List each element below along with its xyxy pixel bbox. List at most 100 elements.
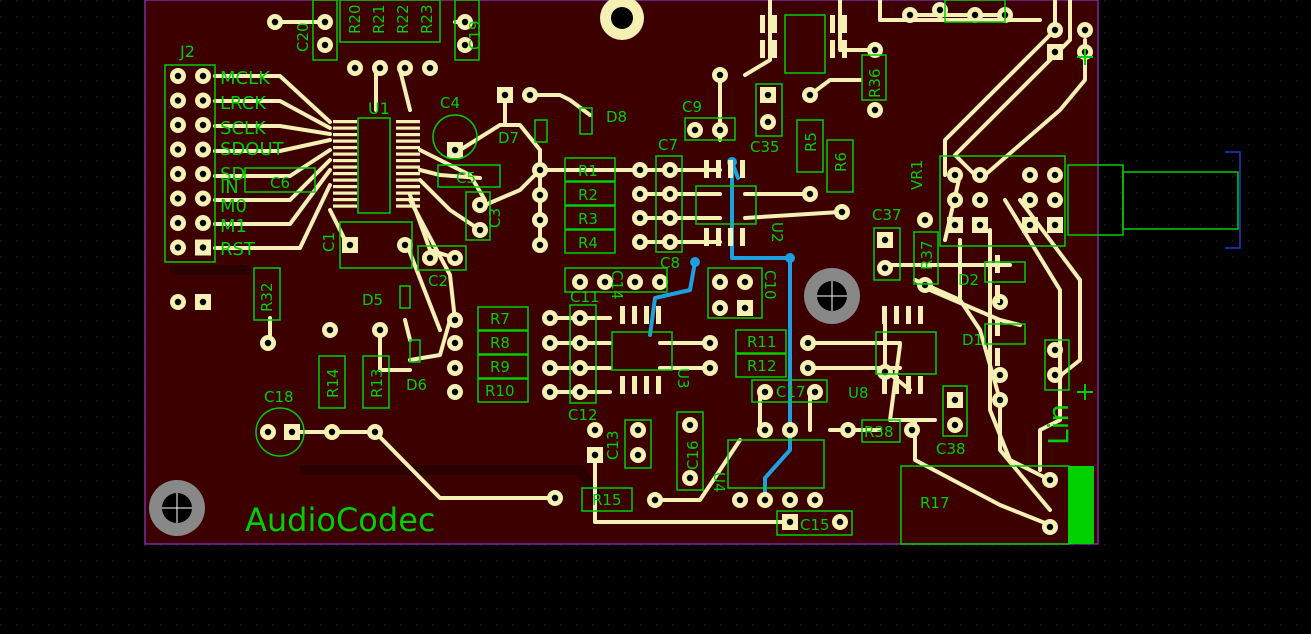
smd-pad [333,152,357,156]
round-pad [170,92,186,109]
round-pad [597,274,613,290]
smd-pad [333,146,357,150]
round-pad [632,234,648,250]
board-outline [144,0,1099,545]
square-pad [1022,217,1038,233]
board-title: AudioCodec [245,501,435,539]
round-pad [267,14,283,30]
silk-label-u4: U4 [710,472,728,493]
round-pad [532,237,548,253]
silk-label-in: IN [220,177,239,198]
smd-pad [894,306,899,324]
round-pad [757,422,773,438]
silk-label-r38: R38 [864,423,894,441]
silkscreen-outlines [164,0,1241,545]
round-pad [587,422,603,438]
square-pad [195,239,211,256]
round-pad [1042,472,1058,488]
smd-pad [918,306,923,324]
round-pad [572,335,588,351]
polarity-plus-mark [1077,384,1093,400]
square-pad [1047,217,1063,233]
round-pad [732,492,748,508]
round-pad [802,87,818,103]
round-pad [522,87,538,103]
silk-label-c38: C38 [936,440,966,458]
round-pad [397,237,413,253]
silk-label-r11: R11 [747,333,777,351]
smd-pad [740,160,745,178]
smd-pad [333,126,357,130]
round-pad [422,60,438,76]
smd-pad [656,306,661,324]
smd-pad [842,15,847,33]
silk-label-r32: R32 [258,282,276,312]
round-pad [757,384,773,400]
lin-connector-body [1068,466,1094,544]
round-pad [917,212,933,228]
silk-label-u3: U3 [674,368,692,389]
silk-label-r15: R15 [592,491,622,509]
round-pad [687,122,703,138]
round-pad [917,277,933,293]
silk-label-r6: R6 [832,152,850,172]
round-pad [782,422,798,438]
round-pad [807,492,823,508]
smd-pad [620,306,625,324]
round-pad [317,14,333,30]
silk-label-c13: C13 [604,430,622,460]
round-pad [447,384,463,400]
silk-label-u2: U2 [768,222,786,243]
silk-label-m1: M1 [220,216,247,237]
smd-pad [906,306,911,324]
smd-pad [995,285,1000,303]
round-pad [712,67,728,83]
round-pad [372,60,388,76]
smd-pad [396,185,420,189]
smd-pad [333,178,357,182]
round-pad [947,192,963,208]
round-pad [1077,22,1093,38]
pads-layer [170,2,1093,535]
square-pad [947,217,963,233]
smd-pad [716,160,721,178]
silk-label-d1: D1 [962,331,983,349]
silk-label-d2: D2 [958,271,979,289]
smd-pad [632,376,637,394]
silk-label-d7: D7 [498,129,519,147]
smd-pad [995,348,1000,366]
silk-label-lrck: LRCK [220,93,267,114]
round-pad [627,274,643,290]
round-pad [972,192,988,208]
round-pad [447,335,463,351]
smd-pad [333,172,357,176]
round-pad [682,470,698,486]
round-pad [760,114,776,130]
round-pad [170,141,186,158]
round-pad [542,310,558,326]
round-pad [1047,367,1063,383]
silk-label-c6: C6 [270,174,290,192]
round-pad [652,274,668,290]
silk-label-rst: RST [220,239,256,260]
round-pad [532,187,548,203]
smd-pad [396,133,420,137]
silk-label-r37: R37 [918,240,936,270]
board-substrate [145,0,1098,544]
smd-pad [333,198,357,202]
silk-label-c4: C4 [440,94,460,112]
smd-pad [396,191,420,195]
round-pad [947,167,963,183]
round-pad [712,274,728,290]
smd-pad [772,40,777,58]
square-pad [284,424,300,440]
silk-label-c15: C15 [800,516,830,534]
round-pad [1047,22,1063,38]
round-pad [447,250,463,266]
round-pad [702,335,718,351]
round-pad [992,392,1008,408]
mounting-hole [149,480,205,536]
round-pad [840,422,856,438]
